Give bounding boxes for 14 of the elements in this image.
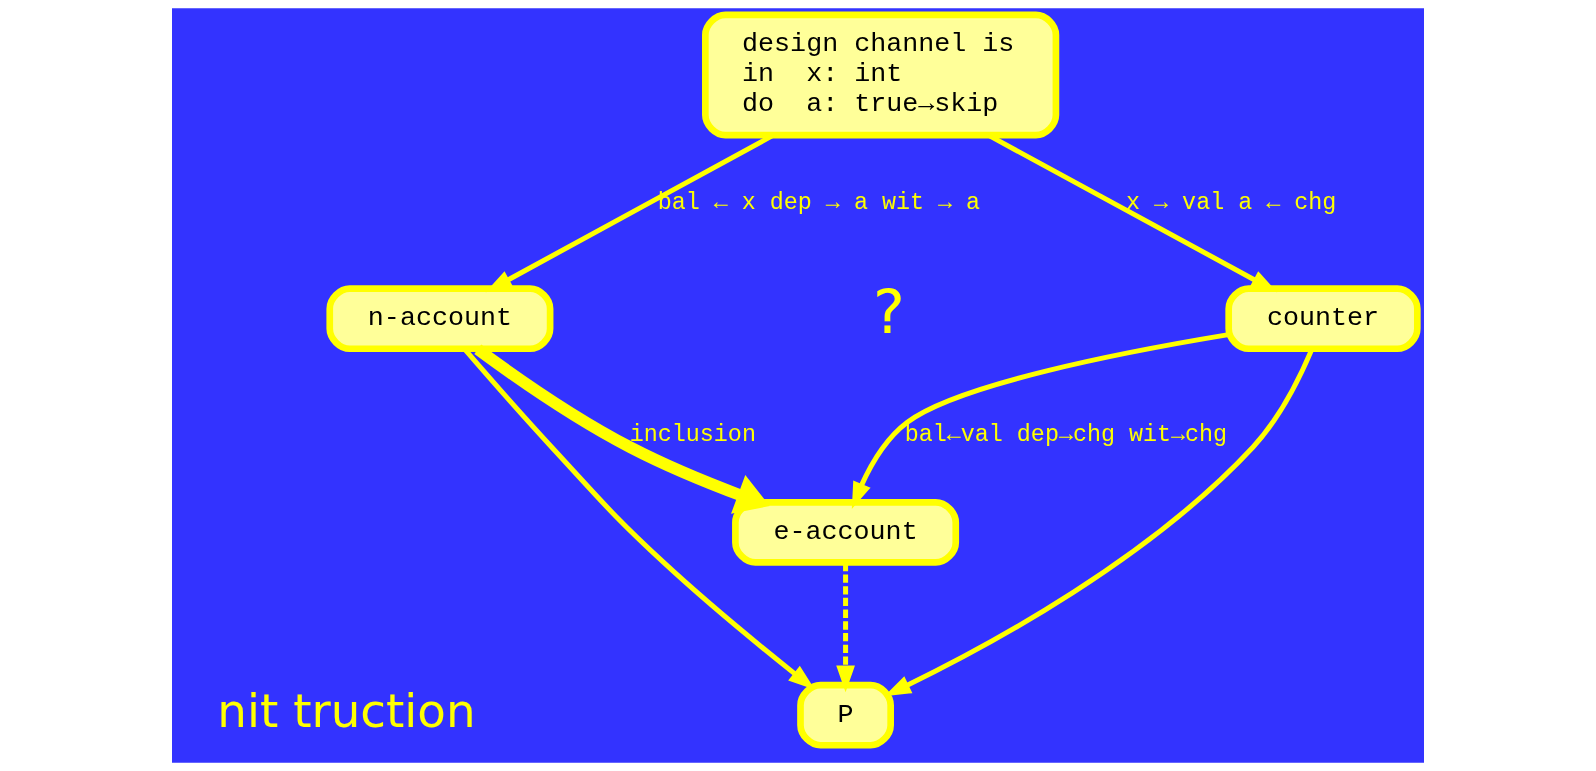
edge-label: x → val a ← chg [1126,189,1337,216]
edge-label: bal ← x dep → a wit → a [657,189,981,216]
node-box: n-account [326,285,554,353]
arrow [474,344,770,514]
arrow [851,332,1229,509]
label: nit truction [217,683,476,738]
label: ? [873,277,905,348]
node-box: e-account [732,499,960,566]
node-box: design channel is in x: int do a: true→skip [702,11,1060,139]
arrow [836,562,855,693]
node-box: P [797,681,894,749]
edge-label: bal←val dep→chg wit→chg [904,421,1228,448]
edge-label: inclusion [629,421,756,448]
node-box: counter [1225,285,1421,353]
